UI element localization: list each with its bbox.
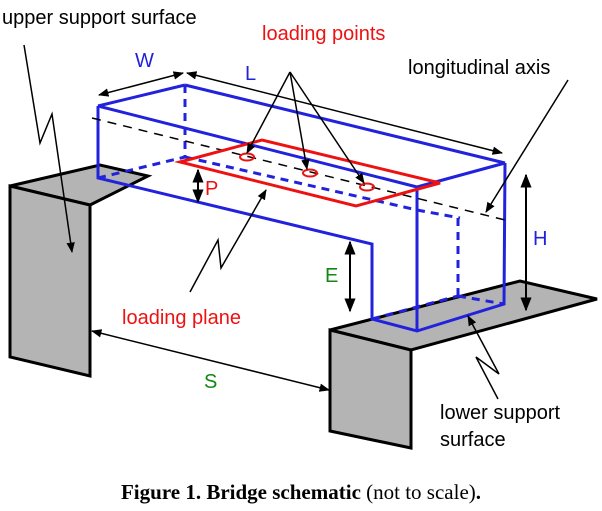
loading-points-leader-3 [289, 71, 365, 184]
bridge-schematic: upper support surface loading points lon… [2, 7, 598, 451]
figure-caption: Figure 1. Bridge schematic (not to scale… [0, 480, 602, 505]
lower-support-front-face [328, 328, 413, 450]
label-lower-support-line2: surface [440, 429, 506, 451]
loading-points-leader-2 [289, 71, 310, 171]
label-lower-support-line1: lower support [440, 402, 561, 424]
label-E: E [325, 265, 338, 287]
label-W: W [135, 50, 154, 72]
L-dimension-arrow [185, 71, 504, 155]
label-upper-support-surface: upper support surface [2, 7, 197, 29]
W-dimension-arrow [97, 71, 185, 97]
upper-support-front-face [8, 184, 92, 378]
upper-support-leader [23, 44, 75, 254]
lower-support-leader [467, 315, 500, 400]
longitudinal-axis-line [91, 117, 506, 221]
longitudinal-axis-leader [485, 79, 569, 213]
bridge-body [96, 83, 507, 333]
loading-point-3 [359, 182, 375, 192]
upper-support-block [8, 163, 153, 378]
loading-plane-leader [189, 189, 267, 293]
label-S: S [204, 371, 217, 393]
caption-end: . [475, 480, 482, 504]
loading-point-2 [302, 168, 318, 178]
dimension-arrows [90, 71, 532, 392]
label-P: P [205, 178, 218, 200]
label-loading-points: loading points [262, 23, 385, 45]
bridge-right-top-edge [416, 161, 506, 189]
callout-leaders [23, 44, 569, 400]
S-dimension-arrow [90, 329, 331, 392]
loading-points-leader-1 [246, 71, 291, 154]
label-H: H [533, 228, 547, 250]
label-loading-plane: loading plane [122, 307, 241, 329]
label-longitudinal-axis: longitudinal axis [408, 57, 550, 79]
caption-bold: Figure 1. Bridge schematic [120, 480, 361, 504]
caption-normal: (not to scale) [360, 480, 476, 504]
label-L: L [245, 63, 256, 85]
